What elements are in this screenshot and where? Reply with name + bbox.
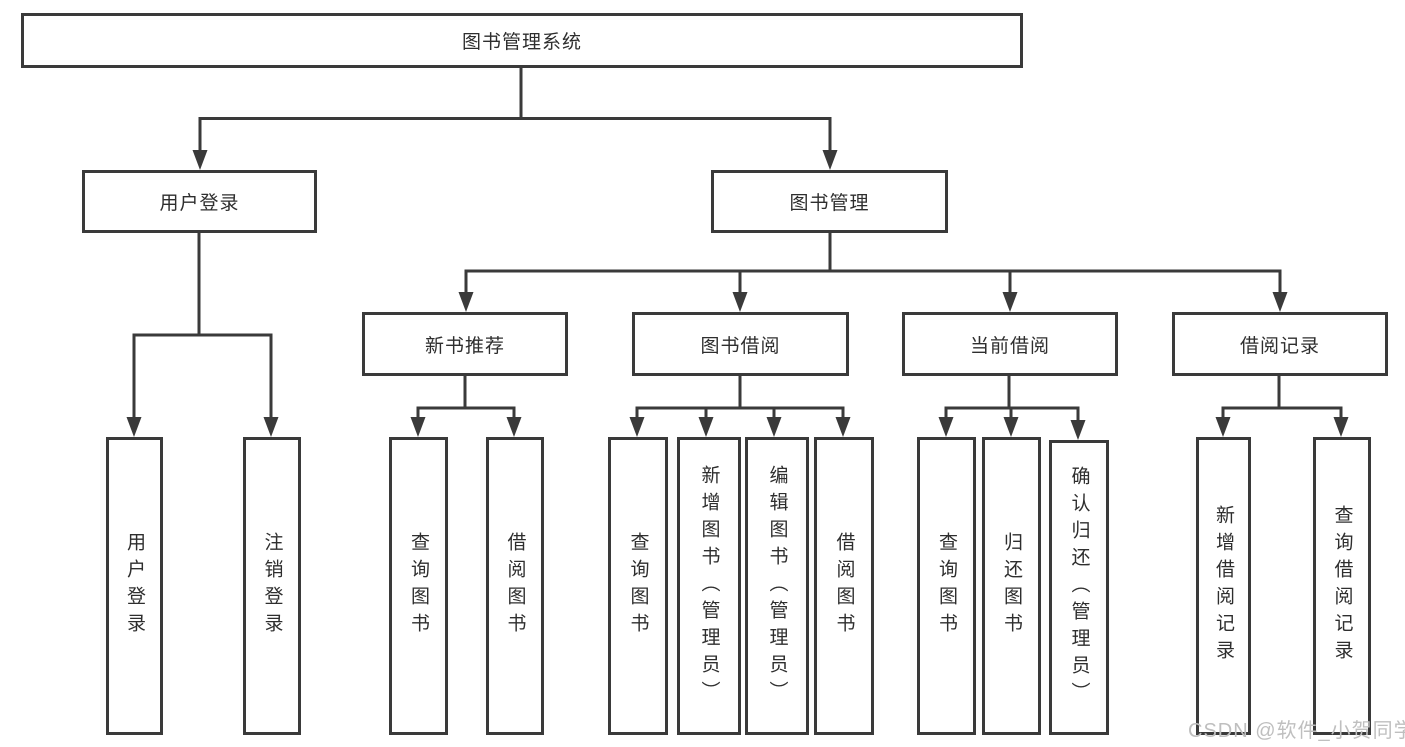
leaf-borrow-books: 借阅图书: [486, 437, 544, 735]
node-label: 借阅记录: [1239, 335, 1320, 357]
leaf-return-books: 归还图书: [982, 437, 1041, 735]
leaf-label: 借阅图书: [504, 532, 526, 640]
node-label: 图书借阅: [700, 335, 781, 357]
leaf-label: 查询借阅记录: [1331, 505, 1353, 667]
leaf-label: 新增图书（管理员）: [698, 464, 720, 708]
node-library-management-system: 图书管理系统: [21, 13, 1023, 68]
node-label: 图书管理系统: [461, 32, 582, 53]
node-current-borrowing: 当前借阅: [902, 312, 1118, 376]
leaf-add-books-admin: 新增图书（管理员）: [677, 437, 741, 735]
leaf-label: 借阅图书: [833, 532, 855, 640]
leaf-edit-books-admin: 编辑图书（管理员）: [745, 437, 809, 735]
node-label: 新书推荐: [424, 335, 505, 357]
node-book-management: 图书管理: [711, 170, 948, 233]
node-label: 图书管理: [789, 193, 870, 214]
leaf-label: 确认归还（管理员）: [1068, 466, 1090, 709]
leaf-label: 编辑图书（管理员）: [766, 464, 788, 708]
leaf-logout: 注销登录: [243, 437, 301, 735]
node-new-book-recommend: 新书推荐: [362, 312, 568, 376]
leaf-label: 查询图书: [936, 532, 957, 640]
leaf-label: 查询图书: [627, 532, 649, 640]
leaf-borrow-books: 借阅图书: [814, 437, 874, 735]
leaf-label: 用户登录: [124, 532, 145, 640]
leaf-label: 归还图书: [1001, 532, 1022, 640]
node-label: 当前借阅: [969, 335, 1050, 357]
node-borrow-records: 借阅记录: [1172, 312, 1388, 376]
node-label: 用户登录: [159, 193, 240, 214]
csdn-watermark: CSDN @软件_小贺同学: [1188, 720, 1405, 742]
leaf-user-login: 用户登录: [106, 437, 163, 735]
node-user-login: 用户登录: [82, 170, 317, 233]
leaf-query-borrow-record: 查询借阅记录: [1313, 437, 1371, 735]
leaf-query-books: 查询图书: [608, 437, 668, 735]
leaf-confirm-return-admin: 确认归还（管理员）: [1049, 440, 1109, 735]
node-book-borrowing: 图书借阅: [632, 312, 849, 376]
leaf-add-borrow-record: 新增借阅记录: [1196, 437, 1251, 735]
leaf-query-books: 查询图书: [389, 437, 448, 735]
leaf-label: 注销登录: [261, 532, 283, 640]
leaf-label: 查询图书: [408, 532, 429, 640]
leaf-label: 新增借阅记录: [1213, 505, 1234, 667]
leaf-query-books: 查询图书: [917, 437, 976, 735]
